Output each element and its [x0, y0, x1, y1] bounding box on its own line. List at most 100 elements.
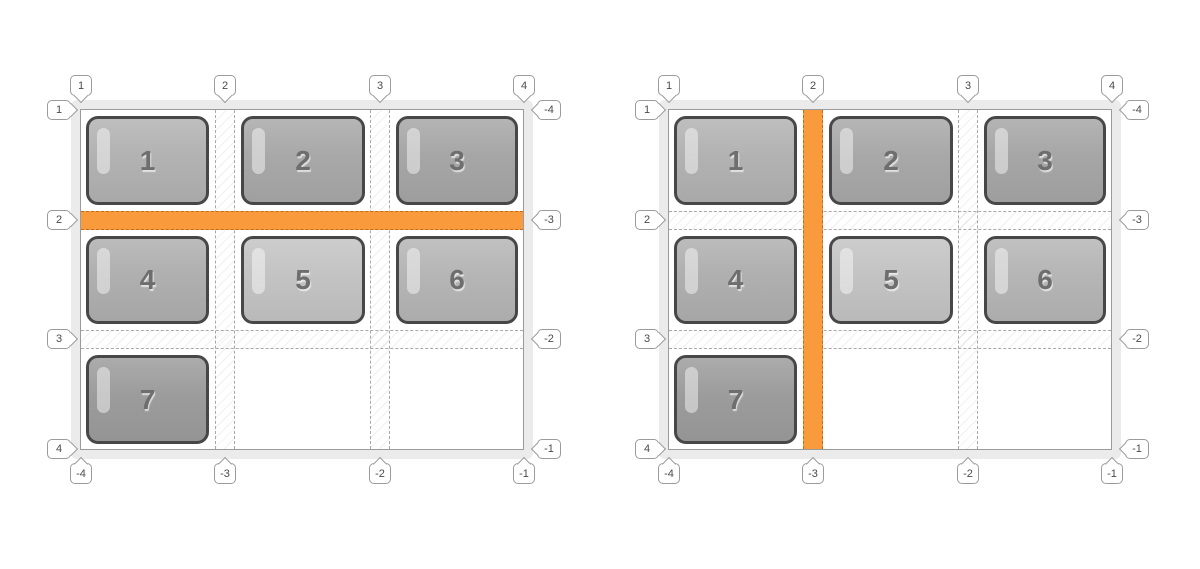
- column-line-marker-1: 1: [658, 75, 680, 96]
- row-gap-strip: [669, 330, 1111, 349]
- line-number-text: -1: [544, 443, 554, 455]
- item-number: 5: [883, 264, 899, 295]
- line-number-text: 4: [55, 443, 63, 455]
- column-gap-highlight: [803, 110, 823, 449]
- item-gloss-pill: [97, 367, 110, 414]
- line-number-text: 3: [643, 333, 651, 345]
- row-line-marker-4: 4: [635, 439, 659, 459]
- item-number: 1: [139, 144, 156, 176]
- line-number-text: -3: [220, 467, 230, 480]
- column-line-marker-2: 2: [214, 75, 236, 96]
- grid-item-3: 3: [984, 116, 1106, 205]
- row-line-marker-3: 3: [635, 329, 659, 349]
- grid-item-2: 2: [241, 116, 365, 205]
- grid-item-7: 7: [86, 355, 209, 444]
- row-line-marker-neg-2: -2: [537, 329, 561, 349]
- grid-item-4: 4: [86, 236, 209, 324]
- line-number-text: 1: [77, 79, 85, 92]
- grid-container-row-gap: 1 2 3 4 5 6 7 1 2 3 4 1 2 3 4: [47, 75, 561, 484]
- row-line-marker-neg-1: -1: [537, 439, 561, 459]
- row-line-marker-neg-3: -3: [537, 210, 561, 230]
- line-number-text: -4: [544, 104, 554, 116]
- line-number-text: -2: [544, 333, 554, 345]
- column-line-marker-3: 3: [957, 75, 979, 96]
- column-line-marker-neg-3: -3: [214, 463, 236, 484]
- column-gap-strip: [958, 110, 978, 449]
- line-number-text: -1: [1107, 467, 1117, 480]
- line-number-text: 1: [643, 104, 651, 116]
- grid-area: 1 2 3 4 5 6 7: [668, 109, 1112, 450]
- column-line-marker-neg-4: -4: [658, 463, 680, 484]
- item-gloss-pill: [840, 248, 853, 294]
- line-number-text: -4: [76, 467, 86, 480]
- row-line-marker-3: 3: [47, 329, 71, 349]
- item-number: 3: [449, 144, 465, 176]
- grid-item-6: 6: [984, 236, 1106, 324]
- column-line-marker-2: 2: [802, 75, 824, 96]
- grid-item-7: 7: [674, 355, 797, 444]
- column-line-marker-1: 1: [70, 75, 92, 96]
- row-line-marker-1: 1: [47, 100, 71, 120]
- item-number: 6: [449, 264, 465, 295]
- item-gloss-pill: [407, 128, 420, 175]
- column-line-marker-neg-2: -2: [957, 463, 979, 484]
- row-line-marker-4: 4: [47, 439, 71, 459]
- line-number-text: -1: [1132, 443, 1142, 455]
- line-number-text: 3: [964, 79, 972, 92]
- column-line-marker-neg-1: -1: [513, 463, 535, 484]
- item-gloss-pill: [685, 367, 698, 414]
- line-number-text: -4: [664, 467, 674, 480]
- grid-item-5: 5: [829, 236, 953, 324]
- column-line-marker-4: 4: [1101, 75, 1123, 96]
- line-number-text: -2: [963, 467, 973, 480]
- row-line-marker-neg-1: -1: [1125, 439, 1149, 459]
- grid-container-column-gap: 1 2 3 4 5 6 7 1 2 3 4 1 2 3 4: [635, 75, 1149, 484]
- item-gloss-pill: [995, 128, 1008, 175]
- column-line-marker-neg-1: -1: [1101, 463, 1123, 484]
- line-number-text: 2: [221, 79, 229, 92]
- line-number-text: 4: [1108, 79, 1116, 92]
- row-gap-highlight: [81, 211, 523, 230]
- line-number-text: -3: [1132, 214, 1142, 226]
- item-gloss-pill: [252, 248, 265, 294]
- item-number: 6: [1037, 264, 1053, 295]
- column-line-marker-neg-4: -4: [70, 463, 92, 484]
- item-number: 7: [727, 383, 744, 415]
- grid-item-5: 5: [241, 236, 365, 324]
- item-number: 5: [295, 264, 311, 295]
- grid-area: 1 2 3 4 5 6 7: [80, 109, 524, 450]
- grid-item-3: 3: [396, 116, 518, 205]
- line-number-text: 3: [55, 333, 63, 345]
- item-number: 2: [295, 144, 311, 176]
- line-number-text: -3: [544, 214, 554, 226]
- item-number: 4: [139, 264, 156, 295]
- item-number: 4: [727, 264, 744, 295]
- grid-item-1: 1: [86, 116, 209, 205]
- item-number: 7: [139, 383, 156, 415]
- grid-item-6: 6: [396, 236, 518, 324]
- item-gloss-pill: [685, 248, 698, 294]
- row-gap-strip: [81, 330, 523, 349]
- row-line-marker-2: 2: [635, 210, 659, 230]
- row-line-marker-neg-3: -3: [1125, 210, 1149, 230]
- row-line-marker-neg-2: -2: [1125, 329, 1149, 349]
- line-number-text: -2: [375, 467, 385, 480]
- row-line-marker-2: 2: [47, 210, 71, 230]
- grid-item-1: 1: [674, 116, 797, 205]
- line-number-text: 2: [809, 79, 817, 92]
- column-gap-strip: [215, 110, 235, 449]
- item-gloss-pill: [685, 128, 698, 175]
- column-line-marker-neg-2: -2: [369, 463, 391, 484]
- item-gloss-pill: [407, 248, 420, 294]
- item-gloss-pill: [97, 128, 110, 175]
- row-line-marker-1: 1: [635, 100, 659, 120]
- line-number-text: 1: [665, 79, 673, 92]
- grid-item-2: 2: [829, 116, 953, 205]
- column-line-marker-3: 3: [369, 75, 391, 96]
- row-line-marker-neg-4: -4: [537, 100, 561, 120]
- line-number-text: -3: [808, 467, 818, 480]
- grid-item-4: 4: [674, 236, 797, 324]
- line-number-text: 2: [643, 214, 651, 226]
- line-number-text: 3: [376, 79, 384, 92]
- line-number-text: 1: [55, 104, 63, 116]
